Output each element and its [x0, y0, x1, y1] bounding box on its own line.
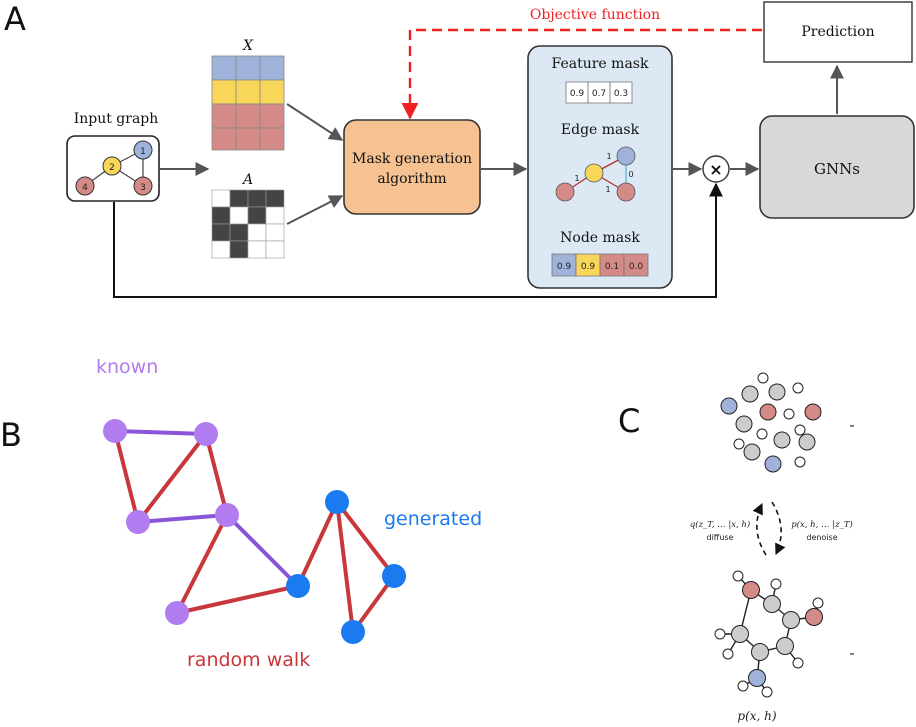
edge-weight: 0: [628, 170, 633, 179]
arrow-x-to-mask-algo: [286, 103, 344, 141]
bottom-formula: p(x, h): [737, 709, 776, 723]
x-matrix-label: X: [242, 38, 254, 54]
node-mask-value: 0.9: [581, 262, 596, 272]
known-node: [126, 510, 150, 534]
a-adjacency-matrix: [211, 189, 285, 259]
random-walk-label: random walk: [187, 649, 310, 671]
gnn-box: [759, 115, 915, 219]
a-matrix-label: A: [241, 172, 253, 188]
edge-mask-graph: 1 1 0 1: [555, 146, 636, 202]
input-graph-node-4: 4: [75, 176, 95, 196]
reverse-label: denoise: [806, 533, 837, 542]
noisy-point-cloud: [720, 372, 822, 473]
svg-text:4: 4: [82, 183, 88, 193]
panel-b-label: B: [0, 416, 22, 454]
node-mask-vector: 0.9 0.9 0.1 0.0: [551, 253, 649, 277]
gnn-label: GNNs: [814, 160, 860, 178]
input-graph-node-3: 3: [133, 176, 153, 196]
mask-generation-line2: algorithm: [377, 171, 446, 187]
diffuse-arrow: [752, 502, 767, 556]
reverse-formula: p(x, h, … |z_T): [791, 519, 853, 530]
generated-label: generated: [384, 508, 482, 530]
edge-weight: 1: [574, 174, 579, 183]
walk-graph-edges: [113, 429, 396, 634]
edge-mask-title: Edge mask: [561, 122, 640, 138]
arrow-a-to-mask-algo: [286, 195, 344, 225]
input-graph-node-2: 2: [102, 156, 122, 176]
known-node: [103, 419, 127, 443]
panel-a-label: A: [4, 0, 26, 38]
bypass-arrow: [113, 182, 723, 298]
panel-a: A Input graph 1 2 3 4 X: [4, 0, 915, 298]
generated-node: [286, 574, 310, 598]
forward-label: diffuse: [707, 533, 734, 542]
objective-function-arrow: [401, 28, 762, 120]
input-graph-title: Input graph: [74, 111, 159, 127]
known-node: [165, 601, 189, 625]
multiply-operator: ×: [702, 155, 730, 183]
walk-graph-known-nodes: [103, 419, 239, 625]
node-mask-value: 0.9: [557, 262, 572, 272]
feature-mask-value: 0.3: [614, 89, 628, 99]
mask-generation-box: [343, 119, 481, 215]
top-dash: -: [849, 418, 854, 434]
svg-text:3: 3: [140, 183, 146, 193]
x-feature-matrix: [211, 55, 285, 151]
panel-c: C - q(z_T, … |x, h) diffuse p(x,: [618, 372, 855, 723]
generated-node: [341, 620, 365, 644]
feature-mask-value: 0.9: [570, 89, 585, 99]
feature-mask-title: Feature mask: [552, 56, 649, 72]
node-mask-value: 0.1: [605, 262, 619, 272]
node-mask-value: 0.0: [629, 262, 644, 272]
svg-text:2: 2: [109, 163, 115, 173]
objective-function-label: Objective function: [530, 7, 660, 23]
known-label: known: [96, 356, 158, 378]
denoise-arrow: [771, 501, 786, 556]
edge-weight: 1: [606, 152, 611, 161]
svg-text:1: 1: [140, 147, 146, 157]
input-graph-node-1: 1: [133, 140, 153, 160]
walk-graph-generated-nodes: [286, 490, 406, 644]
svg-text:×: ×: [709, 160, 722, 179]
panel-c-label: C: [618, 402, 640, 440]
node-mask-title: Node mask: [560, 230, 640, 246]
known-node: [194, 422, 218, 446]
feature-mask-value: 0.7: [592, 89, 606, 99]
known-node: [215, 503, 239, 527]
bottom-dash: -: [849, 646, 854, 662]
panel-b: B known generated random walk: [0, 356, 482, 671]
prediction-box: [763, 1, 913, 63]
generated-node: [325, 490, 349, 514]
forward-formula: q(z_T, … |x, h): [690, 519, 750, 530]
edge-weight: 1: [605, 185, 610, 194]
prediction-label: Prediction: [801, 24, 874, 40]
molecule: [714, 570, 824, 698]
generated-node: [382, 564, 406, 588]
mask-generation-line1: Mask generation: [352, 151, 472, 167]
feature-mask-vector: 0.9 0.7 0.3: [565, 81, 633, 104]
